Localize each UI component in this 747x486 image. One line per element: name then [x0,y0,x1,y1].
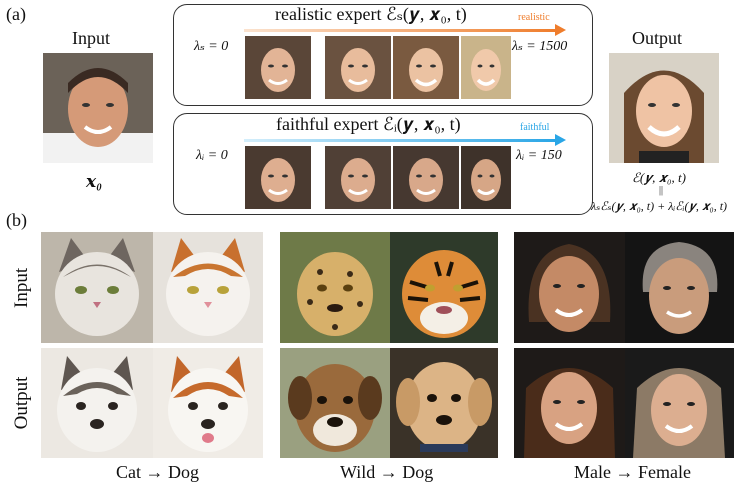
caption-arrow: → [145,462,164,482]
female-output-1 [514,348,625,458]
realistic-arrow-label: realistic [518,12,550,23]
realistic-face-3 [393,36,459,99]
caption-to: Dog [402,462,434,482]
cat-input-2 [153,232,263,343]
faithful-face-1 [245,146,311,209]
faithful-face-3 [393,146,459,209]
faithful-expert-title: faithful expert ℰᵢ(𝒚, 𝒙₀, t) [276,114,461,134]
caption-cat-to-dog: Cat → Dog [116,462,199,483]
caption-from: Cat [116,462,141,482]
realistic-face-1 [245,36,311,99]
male-input-1 [514,232,625,343]
realistic-arrow [244,24,566,36]
output-formula-bottom: λₛℰₛ(𝒚, 𝒙₀, t) + λᵢℰᵢ(𝒚, 𝒙₀, t) [591,199,728,213]
caption-from: Wild [340,462,376,482]
realistic-lambda-end: λₛ = 1500 [512,39,568,54]
dog-output-2 [153,348,263,458]
faithful-arrow [244,134,566,146]
realistic-expert-title: realistic expert ℰₛ(𝒚, 𝒙₀, t) [275,4,467,24]
cat-input-1 [41,232,153,343]
wild-input-cheetah [280,232,390,343]
male-input-2 [625,232,734,343]
realistic-face-2 [325,36,391,99]
output-title: Output [632,28,683,48]
dog-output-1 [41,348,153,458]
caption-arrow: → [615,462,634,482]
panel-b-label: (b) [6,210,27,230]
wild-input-tiger [390,232,498,343]
input-title: Input [72,28,110,48]
faithful-face-4 [461,146,511,209]
dog-output-3 [280,348,390,458]
realistic-face-4 [461,36,511,99]
panel-a-label: (a) [6,4,26,24]
caption-male-to-female: Male → Female [574,462,691,483]
row-label-input: Input [11,267,32,308]
input-variable: 𝒙₀ [86,172,103,191]
output-formula-equals: || [659,185,664,196]
faithful-face-2 [325,146,391,209]
faithful-lambda-end: λᵢ = 150 [516,148,562,163]
row-label-output: Output [11,376,32,430]
female-output-2 [625,348,734,458]
output-formula-top: ℰ(𝒚, 𝒙₀, t) [632,170,686,185]
faithful-arrow-label: faithful [520,122,550,133]
caption-to: Dog [168,462,199,482]
caption-wild-to-dog: Wild → Dog [340,462,433,483]
input-face-image [43,53,153,163]
caption-from: Male [574,462,611,482]
faithful-lambda-start: λᵢ = 0 [196,148,228,163]
realistic-lambda-start: λₛ = 0 [194,39,229,54]
dog-output-4 [390,348,498,458]
caption-to: Female [637,462,691,482]
output-face-image [609,53,719,163]
caption-arrow: → [379,462,398,482]
